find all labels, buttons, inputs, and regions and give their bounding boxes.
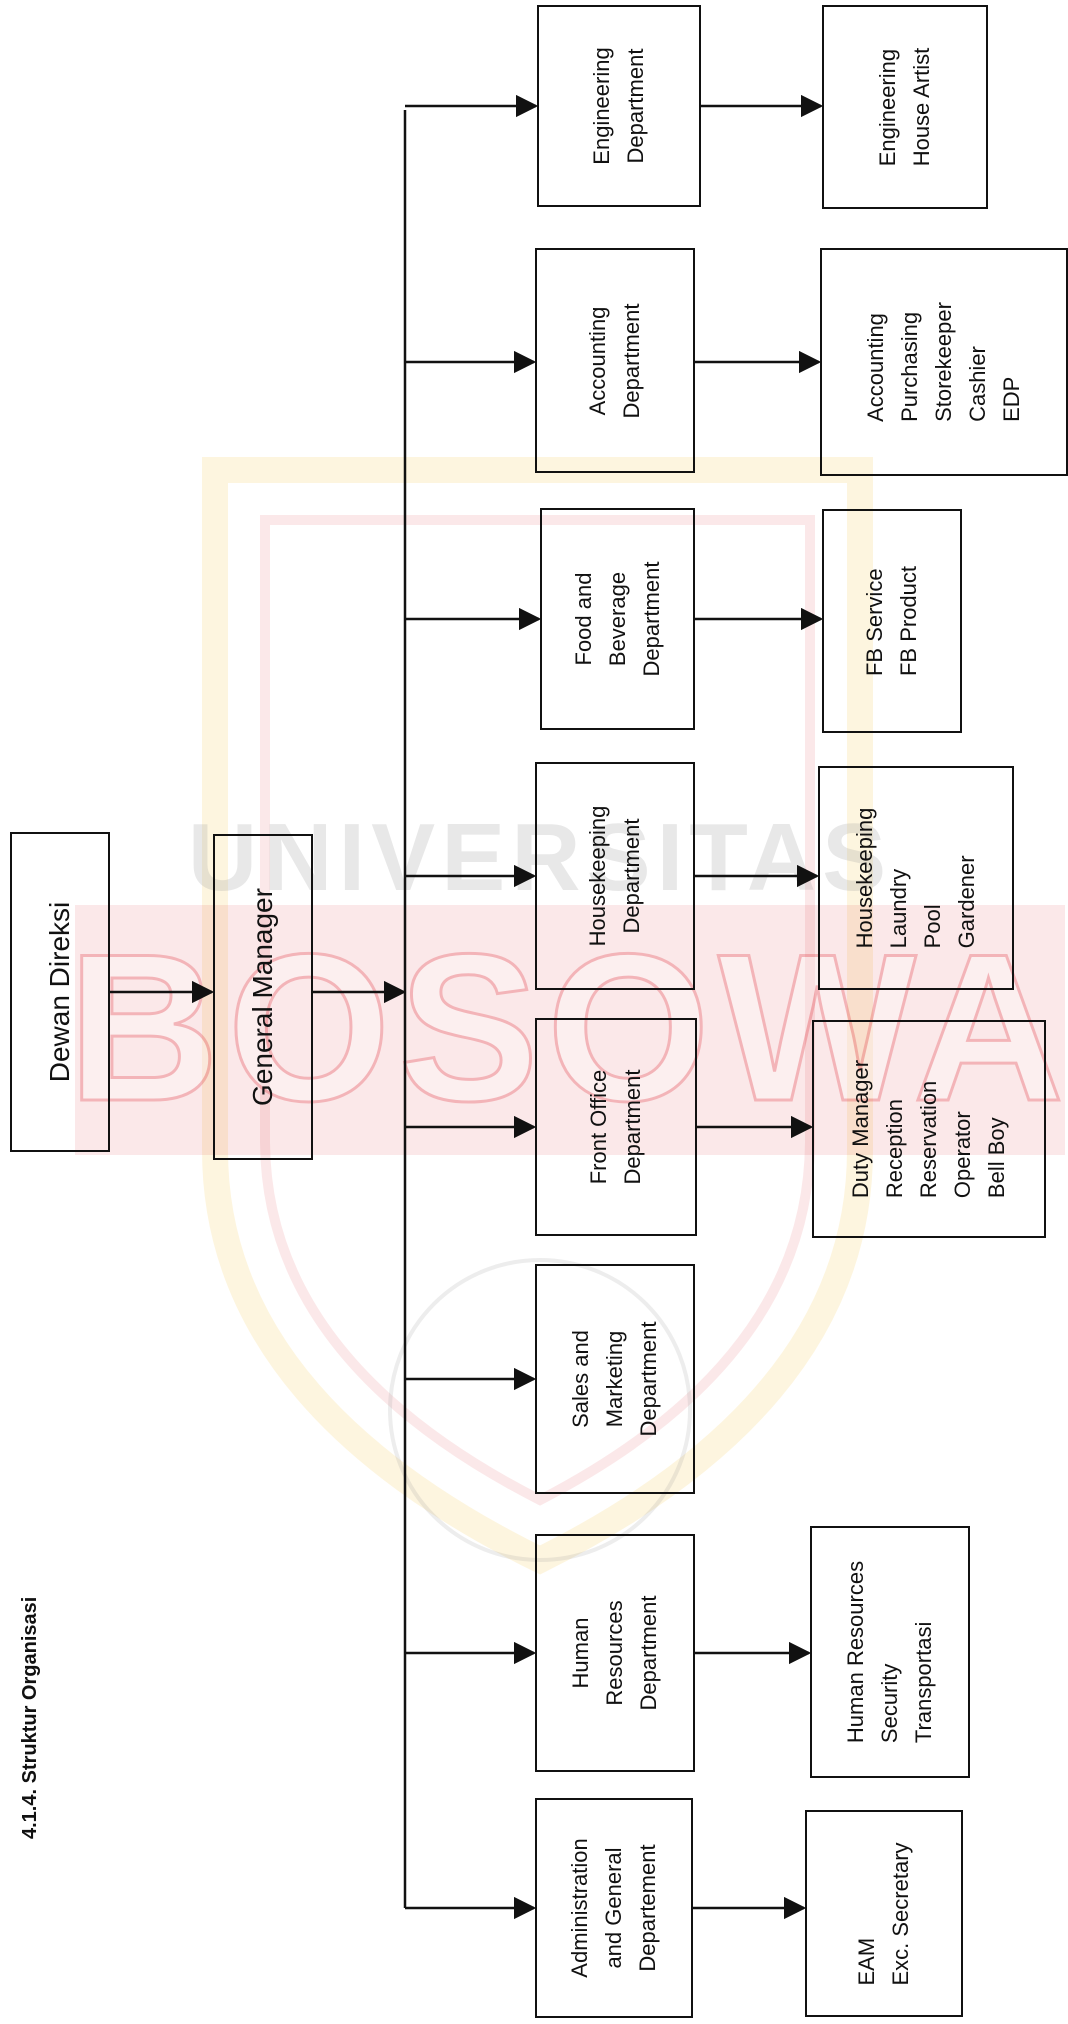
department-label-line: Department	[636, 1321, 661, 1437]
staff-item: FB Product	[896, 565, 921, 677]
staff-item: Operator	[950, 1111, 975, 1199]
watermark-top-text: UNIVERSITAS	[188, 804, 892, 911]
department-label-line: Marketing	[602, 1330, 627, 1428]
staff-box-housekeeping-department: Housekeeping Laundry Pool Gardener	[818, 766, 1014, 990]
department-label-line: Department	[636, 1595, 661, 1711]
department-box-sales-and-marketing-department: Sales and Marketing Department	[535, 1264, 695, 1494]
staff-item: Duty Manager	[848, 1059, 873, 1199]
department-box-human-resources-department: Human Resources Department	[535, 1534, 695, 1772]
department-label-line: Departement	[635, 1844, 660, 1972]
staff-item: Gardener	[954, 855, 979, 949]
department-label-line: Engineering	[589, 47, 614, 165]
staff-item: Laundry	[886, 868, 911, 949]
staff-item: House Artist	[909, 47, 934, 167]
staff-box-engineering-department: Engineering House Artist	[822, 5, 988, 209]
staff-item: Housekeeping	[852, 807, 877, 949]
general-manager-box: General Manager	[213, 834, 313, 1160]
staff-box-food-and-beverage-department: FB Service FB Product	[822, 509, 962, 733]
staff-item: Accounting	[863, 313, 888, 422]
department-label-line: Department	[623, 48, 648, 164]
watermark-banner	[75, 905, 1065, 1155]
department-box-administration-and-general-departement: Administration and General Departement	[535, 1798, 693, 2018]
section-heading: 4.1.4. Struktur Organisasi	[19, 1596, 41, 1839]
staff-box-administration-and-general-departement: EAM Exc. Secretary	[805, 1810, 963, 2017]
staff-item: Purchasing	[897, 311, 922, 422]
department-box-food-and-beverage-department: Food and Beverage Department	[540, 508, 695, 730]
department-label-line: Sales and	[568, 1330, 593, 1428]
staff-item: EDP	[999, 376, 1024, 422]
department-label-line: Accounting	[585, 306, 610, 415]
department-label-line: Department	[638, 561, 664, 677]
department-box-engineering-department: Engineering Department	[537, 5, 701, 207]
department-box-accounting-department: Accounting Department	[535, 248, 695, 473]
staff-item: Security	[877, 1663, 902, 1744]
department-label-line: and General	[601, 1847, 626, 1969]
watermark-main-text: BOSOWA	[68, 910, 1068, 1145]
department-label-line: Beverage	[604, 571, 630, 667]
staff-item: Reservation	[916, 1080, 941, 1199]
staff-item: EAM	[854, 1937, 879, 1986]
department-box-housekeeping-department: Housekeeping Department	[535, 762, 695, 990]
staff-item: Exc. Secretary	[888, 1841, 913, 1986]
staff-item: Cashier	[965, 346, 990, 422]
department-label-line: Department	[619, 818, 644, 934]
board-label: Dewan Direksi	[44, 901, 75, 1083]
staff-item: Human Resources	[843, 1560, 868, 1744]
staff-box-front-office-department: Duty Manager Reception Reservation Operator…	[812, 1020, 1046, 1238]
department-label-line: Front Office	[586, 1069, 611, 1185]
staff-item: FB Service	[862, 568, 887, 677]
watermark-shield-outline	[202, 457, 873, 1575]
staff-item: Storekeeper	[931, 302, 956, 422]
watermark-globe	[388, 1258, 692, 1562]
general-manager-label: General Manager	[247, 888, 278, 1106]
department-box-front-office-department: Front Office Department	[535, 1018, 697, 1236]
department-label-line: Housekeeping	[585, 805, 610, 947]
department-label-line: Department	[619, 303, 644, 418]
staff-item: Bell Boy	[984, 1117, 1009, 1199]
staff-item: Pool	[920, 904, 945, 949]
staff-item: Transportasi	[911, 1621, 936, 1744]
staff-box-accounting-department: Accounting Purchasing Storekeeper Cashier ED…	[820, 248, 1068, 476]
department-label-line: Department	[620, 1069, 645, 1185]
staff-item: Reception	[882, 1099, 907, 1199]
department-label-line: Food and	[570, 572, 596, 666]
board-of-directors-box: Dewan Direksi	[10, 832, 110, 1152]
department-label-line: Resources	[602, 1600, 627, 1706]
watermark-shield-inner	[260, 515, 815, 1506]
department-label-line: Administration	[567, 1838, 592, 1978]
staff-item: Engineering	[875, 48, 900, 167]
department-label-line: Human	[568, 1617, 593, 1689]
